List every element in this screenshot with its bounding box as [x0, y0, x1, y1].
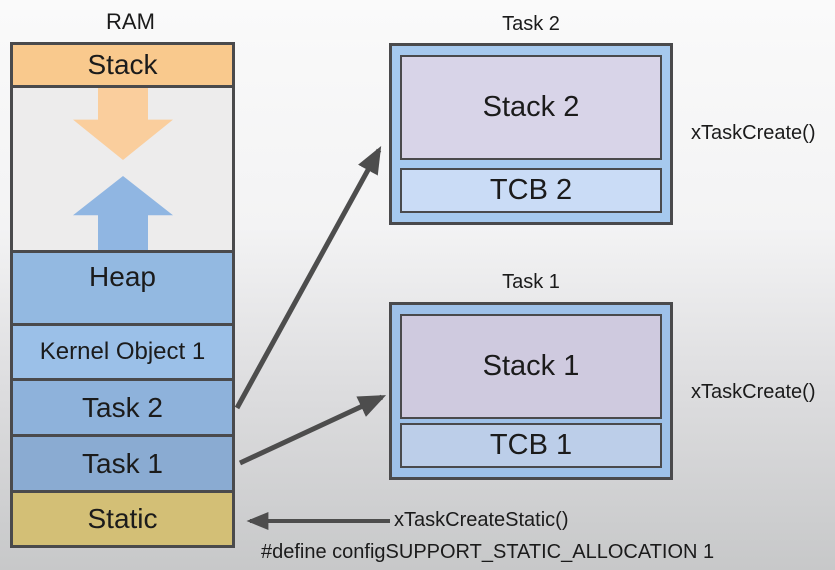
task1-stack-label: Stack 1: [482, 350, 580, 382]
task1-tcb-box: TCB 1: [400, 423, 662, 468]
define-config-support-static-allocation-label: #define configSUPPORT_STATIC_ALLOCATION …: [261, 541, 715, 563]
ram-box: Stack Heap Kernel Object 1 Task 2 Task 1…: [10, 42, 235, 548]
task1-tcb-label: TCB 1: [489, 429, 573, 461]
ram-section-heap-label: Heap: [89, 261, 156, 292]
ram-section-task-1-label: Task 1: [82, 447, 163, 479]
ram-section-static-label: Static: [87, 503, 158, 534]
ram-section-stack-label: Stack: [87, 49, 158, 80]
ram-section-free-space: [13, 88, 232, 253]
task2-tcb-label: TCB 2: [489, 174, 573, 206]
ram-section-task-2: Task 2: [13, 381, 232, 437]
xtaskcreatestatic-label: xTaskCreateStatic(): [394, 509, 569, 531]
ram-section-heap: Heap: [13, 253, 232, 326]
arrow-ram-task2-to-card: [234, 146, 382, 410]
ram-section-static: Static: [13, 493, 232, 545]
task2-card-title: Task 2: [502, 13, 560, 35]
task1-stack-box: Stack 1: [400, 314, 662, 419]
arrow-ram-task1-to-card: [238, 394, 387, 466]
ram-section-stack: Stack: [13, 45, 232, 88]
stack-growth-down-arrow-icon: [73, 88, 173, 160]
ram-title: RAM: [106, 9, 155, 34]
ram-section-task-2-label: Task 2: [82, 391, 163, 423]
task2-stack-label: Stack 2: [482, 91, 580, 123]
task1-card-title: Task 1: [502, 271, 560, 293]
task1-api-label: xTaskCreate(): [691, 381, 816, 403]
task2-api-label: xTaskCreate(): [691, 122, 816, 144]
task2-card: Stack 2 TCB 2: [389, 43, 673, 225]
task2-stack-box: Stack 2: [400, 55, 662, 160]
heap-growth-up-arrow-icon: [73, 176, 173, 250]
ram-section-kernel-object-1-label: Kernel Object 1: [39, 338, 206, 365]
task1-card: Stack 1 TCB 1: [389, 302, 673, 480]
ram-section-task-1: Task 1: [13, 437, 232, 493]
ram-section-kernel-object-1: Kernel Object 1: [13, 326, 232, 381]
task2-tcb-box: TCB 2: [400, 168, 662, 213]
